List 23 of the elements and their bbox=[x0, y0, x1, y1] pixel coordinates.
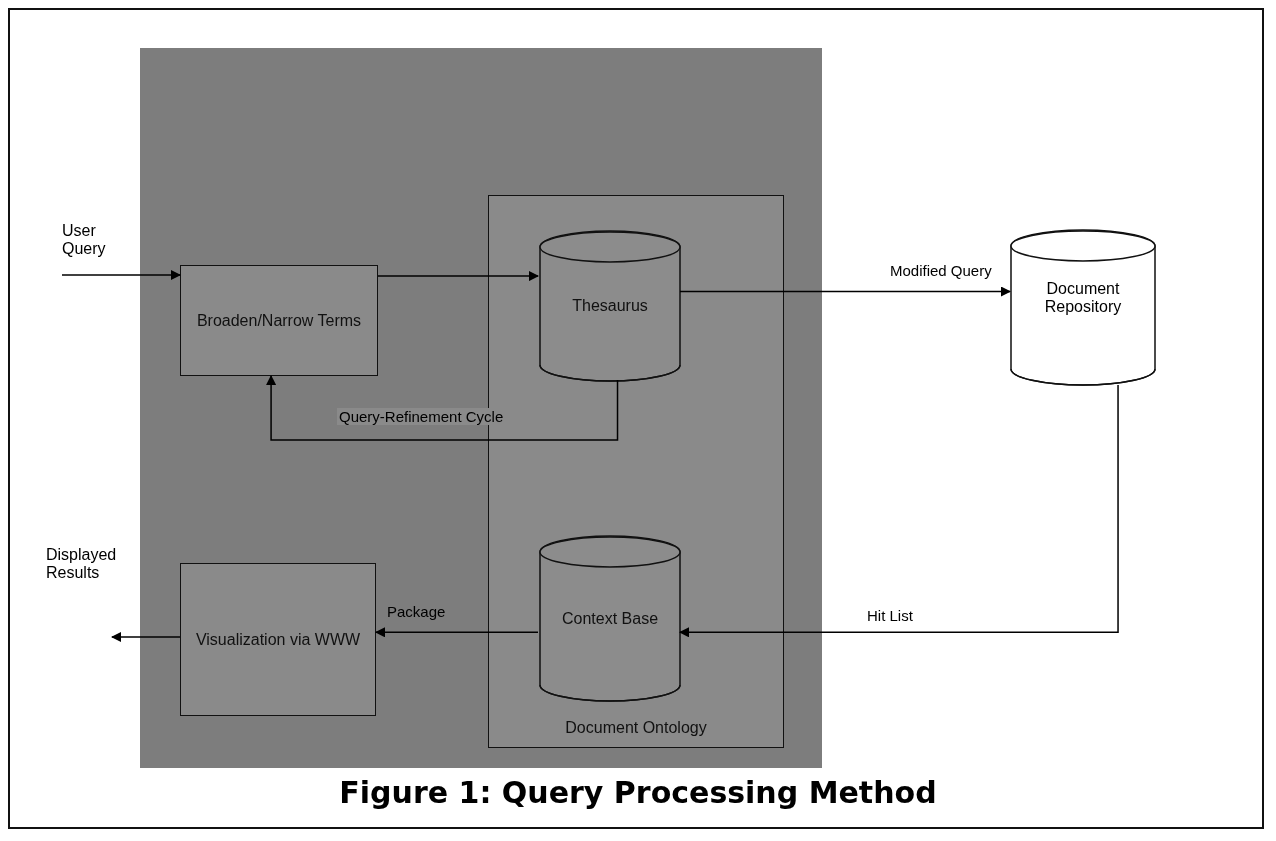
node-label: Document Repository bbox=[1043, 279, 1123, 316]
edge-label: Modified Query bbox=[889, 262, 993, 279]
arrow bbox=[375, 627, 539, 638]
node-label: User Query bbox=[62, 222, 107, 258]
shaded-panel bbox=[140, 48, 822, 768]
arrow bbox=[377, 271, 539, 282]
arrow bbox=[61, 270, 181, 280]
arrow bbox=[111, 632, 181, 642]
node-label: Thesaurus bbox=[572, 297, 648, 315]
arrow bbox=[679, 286, 1011, 297]
process-box bbox=[180, 563, 376, 716]
node-label: Visualization via WWW bbox=[195, 630, 361, 649]
node-label: Broaden/Narrow Terms bbox=[196, 311, 362, 330]
edge-label: Package bbox=[386, 603, 447, 620]
edge-label: Query-Refinement Cycle bbox=[337, 408, 506, 425]
arrow bbox=[266, 375, 619, 441]
group-title: Document Ontology bbox=[565, 719, 707, 737]
edge-label: Hit List bbox=[866, 607, 914, 624]
process-box bbox=[180, 265, 378, 376]
node-label: Context Base bbox=[561, 609, 659, 628]
figure-title: Figure 1: Query Processing Method bbox=[338, 775, 938, 810]
arrow bbox=[679, 384, 1119, 638]
node-label: Displayed Results bbox=[46, 546, 116, 582]
